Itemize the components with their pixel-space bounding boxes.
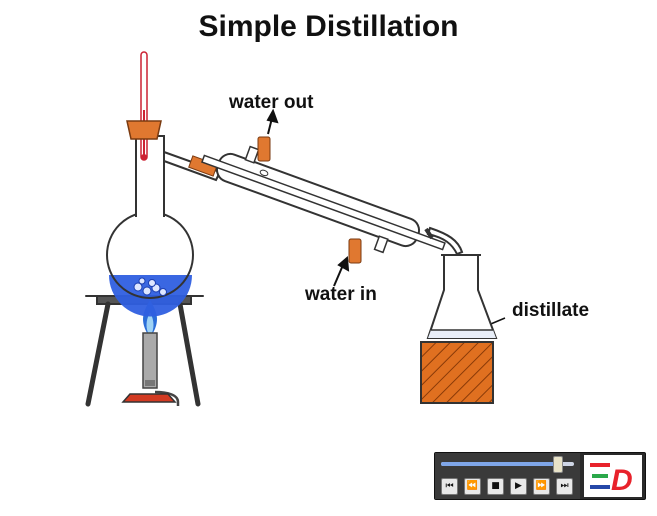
cork-stopper: [126, 120, 162, 140]
play-button[interactable]: ▶: [510, 478, 527, 495]
svg-text:D: D: [611, 464, 633, 497]
stop-button[interactable]: ■: [487, 478, 504, 495]
skip-back-button[interactable]: ⏮: [441, 478, 458, 495]
label-water-out: water out: [229, 92, 314, 113]
media-player: ⏮ ⏪ ■ ▶ ⏩ ⏭ D: [434, 452, 646, 500]
seek-progress: [441, 462, 559, 466]
arrow-water-out: [266, 108, 279, 135]
label-distillate: distillate: [512, 300, 590, 321]
seek-track[interactable]: [441, 462, 574, 466]
water-in-connector: [348, 238, 362, 264]
rewind-button[interactable]: ⏪: [464, 478, 481, 495]
fast-forward-icon: ⏩: [535, 481, 548, 491]
play-icon: ▶: [515, 481, 522, 491]
boiling-chips: [133, 277, 167, 296]
liebig-condenser: [201, 145, 446, 254]
seek-thumb[interactable]: [553, 456, 564, 473]
skip-forward-button[interactable]: ⏭: [556, 478, 573, 495]
fast-forward-button[interactable]: ⏩: [533, 478, 550, 495]
stop-icon: ■: [491, 481, 500, 491]
rewind-icon: ⏪: [466, 481, 479, 491]
thermometer: [140, 51, 148, 161]
water-out-connector: [257, 136, 271, 162]
skip-forward-icon: ⏭: [560, 481, 569, 491]
player-controls: ⏮ ⏪ ■ ▶ ⏩ ⏭: [435, 453, 580, 499]
label-water-in: water in: [305, 284, 377, 305]
conical-flask: [426, 254, 498, 339]
skip-back-icon: ⏮: [445, 481, 454, 491]
page-title: Simple Distillation: [198, 10, 459, 43]
wooden-block: [420, 341, 494, 404]
logo-icon: D: [590, 463, 633, 497]
arrow-water-in: [333, 255, 350, 287]
brand-logo: D: [584, 455, 642, 497]
